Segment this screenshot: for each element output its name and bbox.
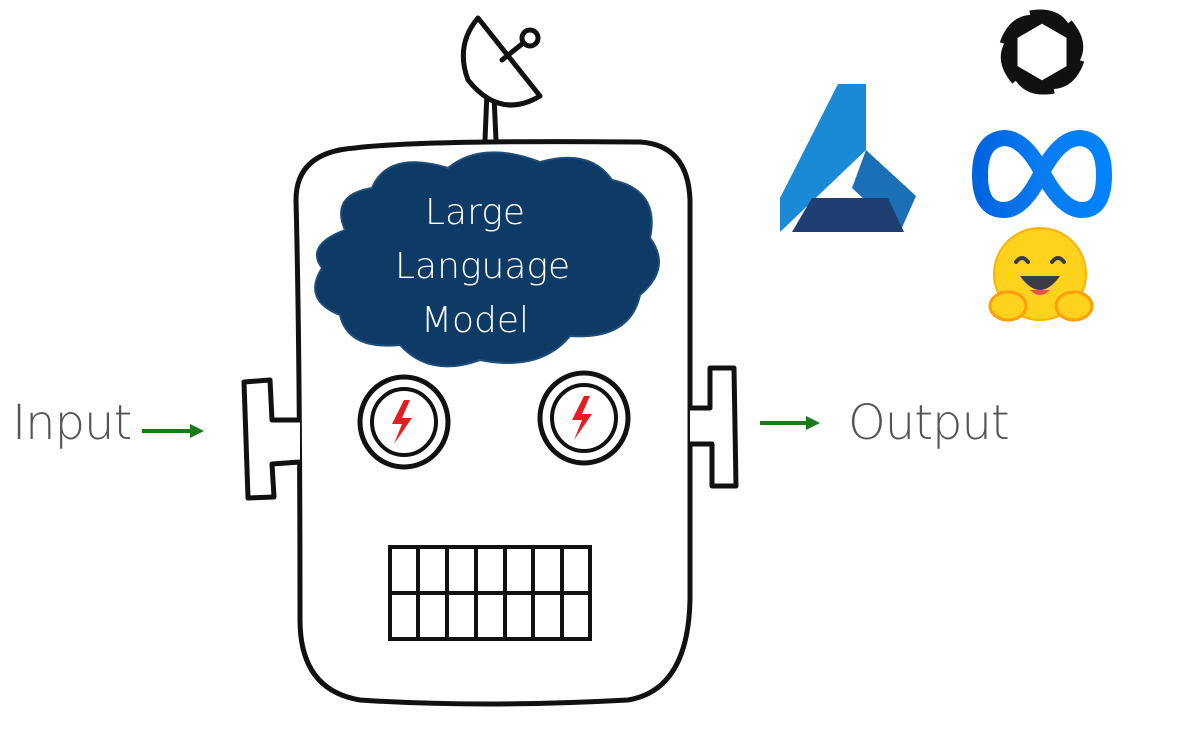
output-label: Output: [848, 395, 1010, 451]
antenna: [460, 15, 543, 143]
right-eye: [537, 370, 631, 466]
model-title-line-2: Language: [395, 246, 571, 287]
model-title: Large Language Model: [395, 186, 571, 348]
robot-mouth: [388, 545, 592, 641]
left-eye: [357, 374, 451, 470]
left-ear: [241, 377, 301, 501]
output-arrow: [760, 416, 820, 430]
input-arrow: [142, 424, 204, 438]
hugging-face-logo: [988, 227, 1094, 322]
model-title-line-3: Model: [420, 300, 530, 341]
llm-cloud: [314, 151, 660, 368]
right-ear: [690, 365, 739, 489]
openai-logo: [999, 9, 1085, 95]
meta-logo: [972, 130, 1112, 218]
azure-ml-logo: [780, 84, 916, 232]
input-label: Input: [12, 395, 132, 451]
lightning-bolt-icon: [392, 400, 412, 444]
lightning-bolt-icon: [572, 396, 592, 440]
model-title-line-1: Large: [424, 192, 526, 233]
